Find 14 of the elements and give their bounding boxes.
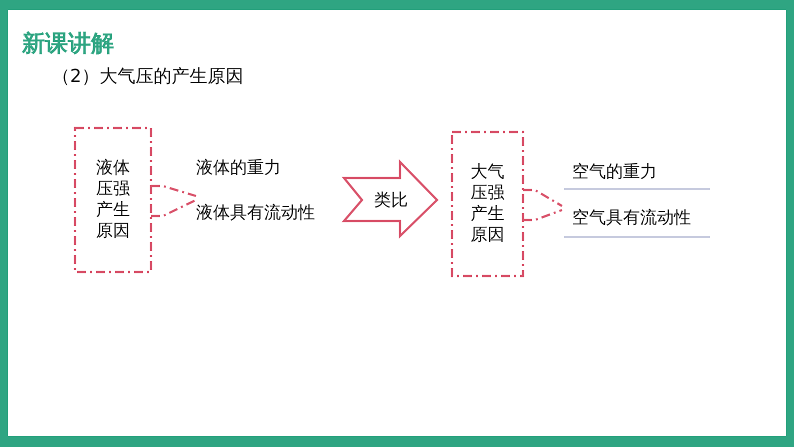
subheading: （2）大气压的产生原因 (52, 65, 244, 88)
edge-label: 类比 (374, 190, 408, 212)
dashed-bracket-line (523, 188, 563, 207)
heading: 新课讲解 (22, 30, 114, 59)
dashed-bracket-line (523, 208, 562, 222)
block-arrow (342, 159, 439, 239)
dashed-bracket-line (151, 184, 196, 198)
box-text: 大气压强产生原因 (470, 162, 504, 246)
cause-text: 空气具有流动性 (562, 208, 710, 248)
cause-text: 空气的重力 (562, 160, 710, 208)
cause-text: 液体具有流动性 (196, 198, 343, 234)
box-text: 液体压强产生原因 (96, 158, 130, 242)
dashed-bracket-line (151, 199, 196, 218)
cause-text: 液体的重力 (196, 158, 308, 198)
